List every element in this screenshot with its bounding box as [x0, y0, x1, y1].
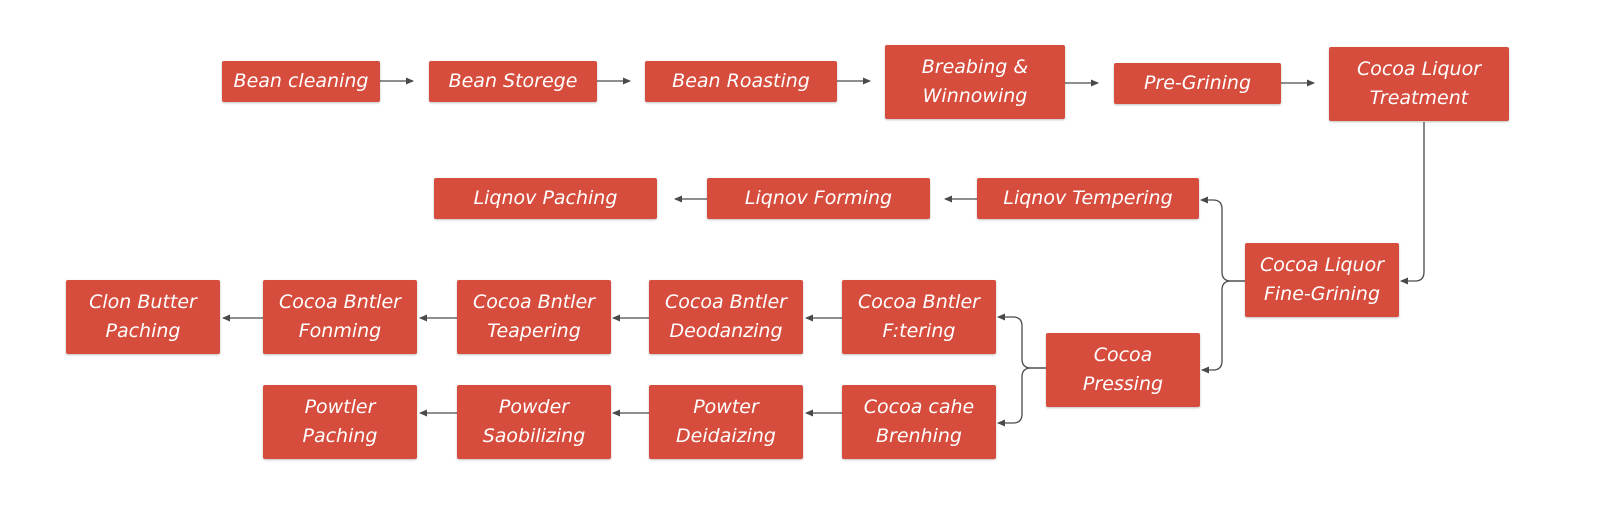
node-label: Pre-Grining [1143, 72, 1252, 94]
node-label: Cocoa Pressing [1082, 344, 1164, 395]
node-label: Powder Saobilizing [482, 396, 586, 447]
node-label: Breabing & Winnowing [921, 56, 1029, 107]
connector-arrow [1400, 122, 1425, 285]
node-powder-saobilizing[interactable]: Powder Saobilizing [457, 385, 611, 459]
node-label: Powter Deidaizing [676, 396, 776, 447]
node-label: Cocoa Liquor Treatment [1356, 58, 1482, 109]
connector-arrow [1201, 280, 1245, 374]
node-powtler-paching[interactable]: Powtler Paching [263, 385, 417, 459]
connector-arrow [997, 367, 1046, 427]
node-cocoa-pressing[interactable]: Cocoa Pressing [1046, 333, 1200, 407]
node-label: Cocoa Bntler Teapering [473, 291, 595, 342]
node-label: Liqnov Forming [744, 187, 893, 209]
node-cocoa-bntler-fonming[interactable]: Cocoa Bntler Fonming [263, 280, 417, 354]
node-liqnov-forming[interactable]: Liqnov Forming [707, 178, 930, 219]
connector-arrow [1200, 196, 1245, 282]
connector-arrow [997, 313, 1046, 369]
node-label: Cocoa Liquor Fine-Grining [1259, 254, 1385, 305]
node-pre-grining[interactable]: Pre-Grining [1114, 63, 1281, 104]
node-cocoa-liquor-fine-grining[interactable]: Cocoa Liquor Fine-Grining [1245, 243, 1399, 317]
node-liqnov-paching[interactable]: Liqnov Paching [434, 178, 657, 219]
node-label: Liqnov Paching [473, 187, 618, 209]
node-bean-storege[interactable]: Bean Storege [429, 61, 597, 102]
node-clon-butter-paching[interactable]: Clon Butter Paching [66, 280, 220, 354]
node-label: Cocoa Bntler Fonming [279, 291, 401, 342]
node-breabing-winnowing[interactable]: Breabing & Winnowing [885, 45, 1065, 119]
node-label: Liqnov Tempering [1003, 187, 1173, 209]
node-label: Bean Roasting [672, 70, 810, 92]
node-cocoa-liquor-treatment[interactable]: Cocoa Liquor Treatment [1329, 47, 1509, 121]
node-label: Cocoa Bntler F:tering [858, 291, 980, 342]
node-cocoa-bntler-deodanzing[interactable]: Cocoa Bntler Deodanzing [649, 280, 803, 354]
node-powter-deidaizing[interactable]: Powter Deidaizing [649, 385, 803, 459]
node-bean-cleaning[interactable]: Bean cleaning [222, 61, 380, 102]
node-cocoa-bntler-ftering[interactable]: Cocoa Bntler F:tering [842, 280, 996, 354]
node-label: Bean cleaning [233, 70, 369, 92]
node-label: Powtler Paching [302, 396, 378, 447]
node-liqnov-tempering[interactable]: Liqnov Tempering [977, 178, 1199, 219]
node-cocoa-cahe-brenhing[interactable]: Cocoa cahe Brenhing [842, 385, 996, 459]
node-label: Cocoa Bntler Deodanzing [665, 291, 787, 342]
node-label: Cocoa cahe Brenhing [863, 396, 975, 447]
node-label: Clon Butter Paching [89, 291, 197, 342]
node-label: Bean Storege [448, 70, 578, 92]
node-cocoa-bntler-teapering[interactable]: Cocoa Bntler Teapering [457, 280, 611, 354]
node-bean-roasting[interactable]: Bean Roasting [645, 61, 837, 102]
